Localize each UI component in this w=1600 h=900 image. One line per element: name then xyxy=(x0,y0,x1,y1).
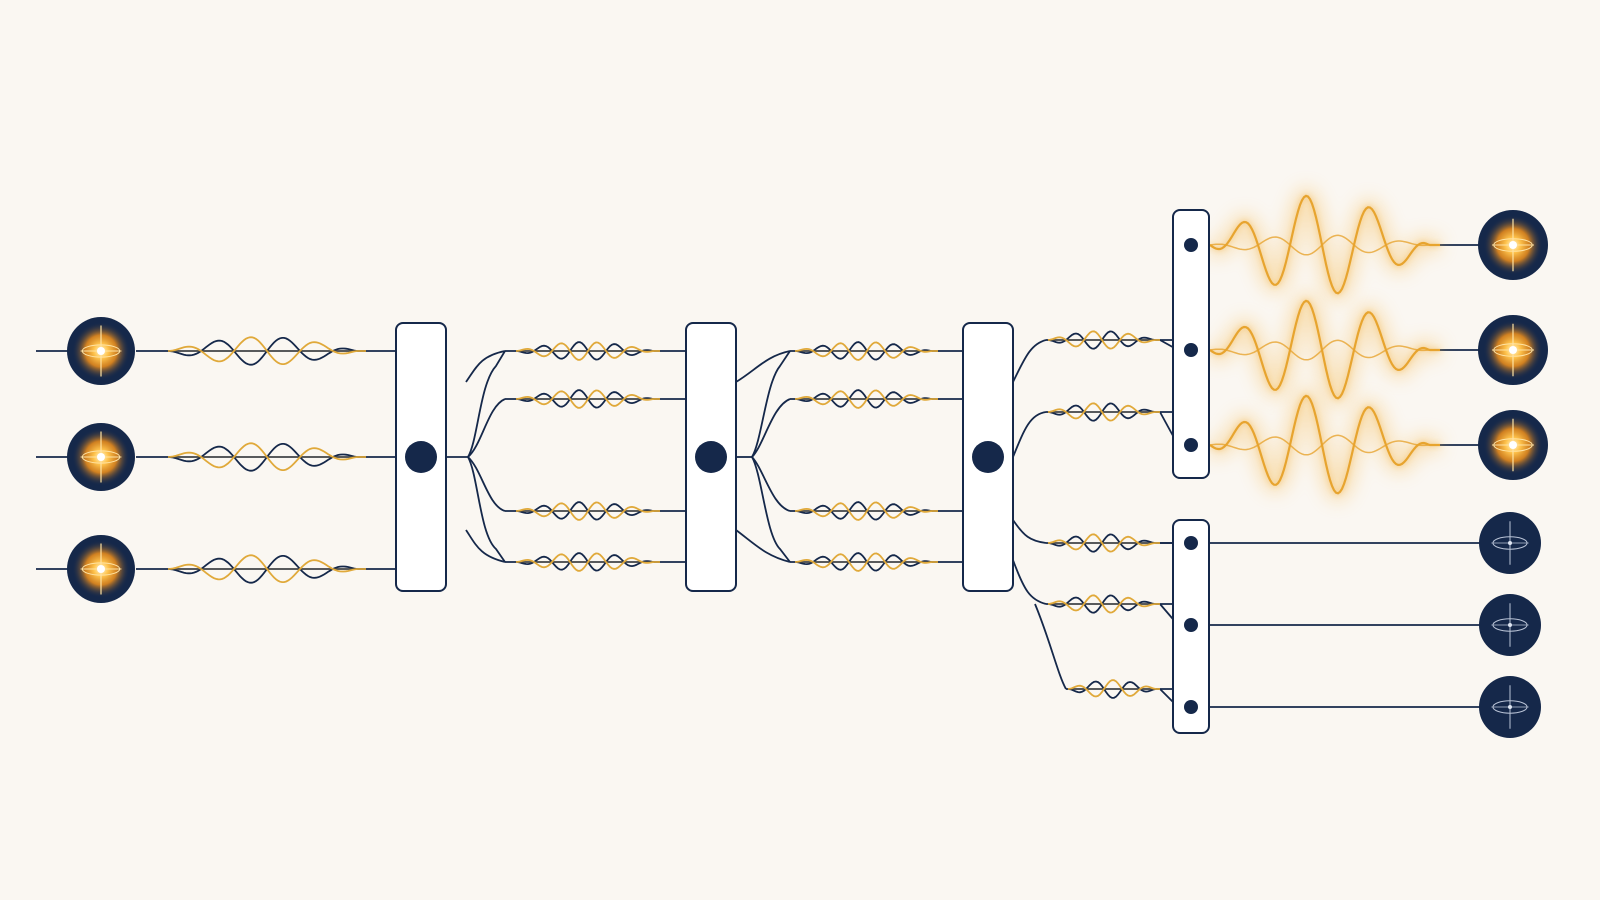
stage-1-wave-3 xyxy=(515,501,660,521)
output-group-amplified-box xyxy=(1172,209,1210,479)
branch-wire xyxy=(1012,339,1047,383)
sphere-core xyxy=(1509,441,1517,449)
amplified-glow-band xyxy=(1205,292,1440,408)
input-wave-3 xyxy=(167,554,366,584)
amplified-glow-band xyxy=(1205,387,1440,503)
branch-wire xyxy=(1012,559,1047,605)
branch-wire xyxy=(735,529,791,563)
sphere-core xyxy=(97,453,105,461)
branch-wire xyxy=(751,398,791,458)
sphere-core xyxy=(1508,705,1512,709)
wave-strand-gold xyxy=(794,389,938,409)
stage-3-wave-4 xyxy=(1047,594,1160,614)
stage-3-wave-3 xyxy=(1047,533,1160,553)
stage-junction-dot xyxy=(972,441,1004,473)
stage-3-wave-2 xyxy=(1047,402,1160,422)
output-lit-sphere-1 xyxy=(1478,210,1548,280)
branch-wire xyxy=(467,456,506,512)
sphere-core xyxy=(1509,346,1517,354)
wave-strand-gold xyxy=(794,552,938,572)
port-dot xyxy=(1184,238,1198,252)
stage-3-box xyxy=(962,322,1014,592)
wave-strand-navy xyxy=(1067,680,1160,699)
branch-wire xyxy=(1012,411,1047,458)
port-dot xyxy=(1184,536,1198,550)
stage-3-wave-5 xyxy=(1067,679,1160,699)
stage-2-wave-1 xyxy=(794,341,938,361)
amplified-subwave xyxy=(1209,234,1440,256)
input-lit-sphere-3 xyxy=(67,535,135,603)
branch-wire xyxy=(467,456,506,563)
branch-wire xyxy=(467,398,506,458)
branch-wire xyxy=(751,350,791,458)
branch-wire xyxy=(735,350,791,383)
branch-wire xyxy=(465,529,506,563)
output-dark-sphere-3 xyxy=(1479,676,1541,738)
input-lit-sphere-2 xyxy=(67,423,135,491)
stage-1-box xyxy=(395,322,447,592)
wave-strand-gold xyxy=(1047,330,1160,350)
sphere-nodes xyxy=(67,210,1548,738)
stage-2-wave-4 xyxy=(794,552,938,572)
port-dot xyxy=(1184,343,1198,357)
branch-wire xyxy=(1034,603,1067,690)
stage-1-wave-4 xyxy=(515,552,660,572)
input-wave-2 xyxy=(167,442,366,472)
port-dot xyxy=(1184,618,1198,632)
wave-strand-gold xyxy=(794,501,938,521)
signal-waves xyxy=(167,330,1160,699)
stage-1-wave-1 xyxy=(515,341,660,361)
wave-strand-gold xyxy=(1047,594,1160,614)
output-lit-sphere-3 xyxy=(1478,410,1548,480)
output-group-dormant-box xyxy=(1172,519,1210,734)
amplified-subwave xyxy=(1209,434,1440,456)
sphere-core xyxy=(97,347,105,355)
branch-wire xyxy=(465,350,506,383)
input-lit-sphere-1 xyxy=(67,317,135,385)
amplified-wave-1 xyxy=(1209,194,1440,295)
amplified-wave-2 xyxy=(1209,299,1440,400)
stage-junction-dot xyxy=(695,441,727,473)
wave-strand-gold xyxy=(1047,533,1160,553)
port-dot xyxy=(1184,700,1198,714)
branch-wire xyxy=(467,350,506,458)
wave-strand-gold xyxy=(794,341,938,361)
stage-boxes xyxy=(395,209,1210,734)
stage-3-wave-1 xyxy=(1047,330,1160,350)
stage-1-wave-2 xyxy=(515,389,660,409)
amplified-wave-3 xyxy=(1209,394,1440,495)
port-dot xyxy=(1184,438,1198,452)
stage-2-wave-2 xyxy=(794,389,938,409)
branch-wire xyxy=(1012,519,1047,544)
input-wave-1 xyxy=(167,336,366,366)
wave-strand-gold xyxy=(1067,679,1160,698)
sphere-core xyxy=(1508,623,1512,627)
output-dark-sphere-2 xyxy=(1479,594,1541,656)
sphere-core xyxy=(97,565,105,573)
stage-2-wave-3 xyxy=(794,501,938,521)
amplified-subwave xyxy=(1209,339,1440,361)
amplified-glow-band xyxy=(1205,187,1440,303)
stage-junction-dot xyxy=(405,441,437,473)
output-lit-sphere-2 xyxy=(1478,315,1548,385)
sphere-core xyxy=(1509,241,1517,249)
output-dark-sphere-1 xyxy=(1479,512,1541,574)
wave-strand-gold xyxy=(1047,402,1160,422)
sphere-core xyxy=(1508,541,1512,545)
stage-2-box xyxy=(685,322,737,592)
amplified-glow xyxy=(1205,187,1440,503)
branch-wire xyxy=(751,456,791,563)
branch-wire xyxy=(751,456,791,512)
